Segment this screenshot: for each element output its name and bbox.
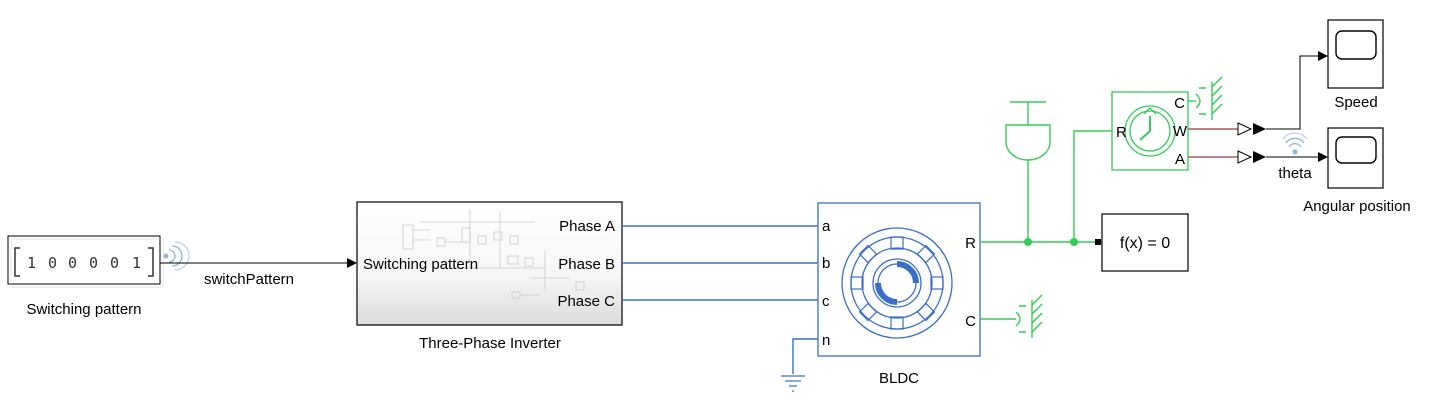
bldc-port-c-mech: C bbox=[965, 313, 976, 330]
scope-icon bbox=[1335, 30, 1377, 60]
speed-scope-block[interactable] bbox=[1327, 19, 1384, 89]
motor-stator-icon bbox=[841, 227, 953, 339]
theta-signal-label: theta bbox=[1278, 165, 1312, 182]
ps-converter-icon[interactable] bbox=[1237, 150, 1266, 164]
pattern-value-1: 1 bbox=[27, 254, 36, 272]
bldc-port-n: n bbox=[822, 332, 830, 349]
junction-dots bbox=[1024, 238, 1078, 246]
sensor-port-a: A bbox=[1175, 151, 1185, 168]
wireless-signal-icon bbox=[1282, 132, 1308, 155]
bldc-port-c: c bbox=[822, 293, 830, 310]
bldc-port-r: R bbox=[965, 235, 976, 252]
bldc-label: BLDC bbox=[879, 370, 919, 387]
inverter-label: Three-Phase Inverter bbox=[419, 335, 561, 352]
speed-signal-line[interactable] bbox=[1266, 51, 1328, 130]
subsystem-preview-icon bbox=[402, 210, 585, 299]
solver-label: f(x) = 0 bbox=[1120, 235, 1170, 252]
pattern-value-4: 0 bbox=[89, 254, 98, 272]
sensor-port-w: W bbox=[1173, 123, 1188, 140]
inverter-port-phase-a: Phase A bbox=[559, 218, 615, 235]
inertia-icon[interactable] bbox=[1005, 101, 1051, 161]
pattern-value-2: 0 bbox=[48, 254, 57, 272]
sensor-r-connection[interactable] bbox=[1073, 130, 1112, 242]
matrix-bracket-left-icon bbox=[14, 247, 20, 277]
bldc-port-b: b bbox=[822, 255, 830, 272]
bldc-block[interactable]: a b c n R C bbox=[817, 202, 981, 357]
ps-converter-icon[interactable] bbox=[1237, 122, 1266, 136]
matrix-bracket-right-icon bbox=[148, 247, 154, 277]
ground-icon bbox=[781, 375, 805, 392]
speed-scope-label: Speed bbox=[1334, 94, 1377, 111]
inverter-port-phase-c: Phase C bbox=[557, 293, 615, 310]
inverter-port-phase-b: Phase B bbox=[558, 256, 615, 273]
angular-position-scope-block[interactable] bbox=[1327, 127, 1384, 189]
scope-icon bbox=[1335, 136, 1377, 164]
mechanical-reference-icon bbox=[1015, 294, 1043, 338]
inverter-input-port-label: Switching pattern bbox=[363, 256, 478, 273]
sensor-port-c: C bbox=[1174, 95, 1185, 112]
switch-pattern-signal-label: switchPattern bbox=[204, 271, 294, 288]
switching-pattern-block[interactable]: 1 0 0 0 0 1 bbox=[7, 235, 164, 288]
sensor-port-r: R bbox=[1116, 124, 1127, 141]
solver-configuration-block[interactable]: f(x) = 0 bbox=[1101, 213, 1189, 272]
neutral-connection[interactable] bbox=[792, 338, 818, 374]
pattern-value-3: 0 bbox=[68, 254, 77, 272]
pattern-value-6: 1 bbox=[132, 254, 141, 272]
wireless-signal-icon bbox=[163, 241, 190, 271]
motion-sensor-block[interactable]: R C W A bbox=[1111, 91, 1189, 171]
solver-port-icon bbox=[1095, 239, 1101, 245]
three-phase-inverter-block[interactable]: Switching pattern Phase A Phase B Phase … bbox=[356, 201, 623, 326]
pattern-value-5: 0 bbox=[110, 254, 119, 272]
mechanical-reference-icon bbox=[1195, 76, 1223, 120]
bldc-port-a: a bbox=[822, 218, 831, 235]
switching-pattern-label: Switching pattern bbox=[26, 301, 141, 318]
angular-position-scope-label: Angular position bbox=[1303, 198, 1411, 215]
motion-sensor-icon bbox=[1124, 105, 1176, 157]
